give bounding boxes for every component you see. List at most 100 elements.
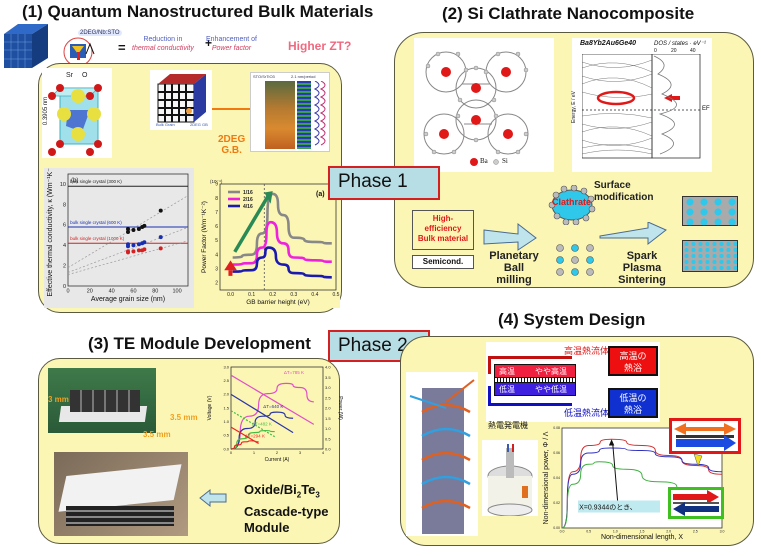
y2-axis-label: Power (W) (337, 396, 343, 420)
delta-t-annotation: ΔT=785 K (284, 370, 304, 375)
sps-line1: Spark (626, 250, 658, 262)
callout-connector (212, 108, 252, 110)
reduction-line2: thermal conductivity (132, 45, 194, 52)
ball-milling-label: Planetary Ball milling (486, 250, 542, 286)
reference-line-label: bulk single crystal (1000 K) (70, 236, 125, 241)
hot-bath-box: 高温の 熱浴 (608, 346, 658, 376)
sintered-composite-large (682, 196, 738, 226)
cascade-line2: Cascade-type (244, 503, 329, 519)
mixed-particles-icon (556, 244, 594, 276)
dim-depth-label: 3.5 mm (143, 430, 171, 439)
dim-width-label: 3.5 mm (170, 413, 198, 422)
series-line (232, 220, 332, 266)
dos-tick-20: 20 (671, 48, 677, 54)
y2-tick-label: 4.0 (325, 365, 331, 370)
y-tick-label: 10 (60, 182, 66, 188)
x-tick-label: 1.0 (613, 530, 618, 534)
y-tick-label: 0.5 (223, 433, 229, 438)
y2-tick-label: 2.5 (325, 395, 331, 400)
x-tick-label: 0.1 (248, 292, 255, 298)
reduction-line1: Reduction in (143, 36, 183, 43)
clathrate-structure-figure: Ba Si (414, 38, 554, 172)
x-tick-label: 100 (172, 289, 181, 295)
hot-loop (488, 356, 572, 374)
cascade-line3: Module (244, 519, 290, 535)
data-point (158, 246, 163, 251)
section-3-title: (3) TE Module Development (88, 334, 311, 353)
counterflow-inset (669, 418, 741, 454)
plot-frame (67, 173, 189, 287)
left-arrow-icon (199, 488, 227, 508)
y-tick-label: 0.00 (553, 526, 560, 530)
cascade-oxide: Oxide/Bi (244, 482, 297, 497)
equals-sign: = (118, 40, 126, 55)
sintered-composite-fine (682, 240, 738, 272)
hot-bath-line1: 高温の (619, 351, 647, 361)
series-line (561, 438, 723, 529)
y-tick-label: 0.0 (223, 446, 229, 451)
cascade-line1: Oxide/Bi2Te3 (244, 482, 329, 504)
data-point (142, 240, 147, 245)
legend-label: 4/16 (243, 204, 253, 210)
x-tick-label: 0.2 (269, 292, 276, 298)
ball-line1: Planetary (489, 250, 539, 262)
enhancement-line2: Power factor (211, 45, 252, 52)
data-point (142, 247, 147, 252)
module-legs (70, 390, 140, 412)
sps-line2: Plasma (622, 262, 662, 274)
power-curve (230, 411, 294, 450)
dos-label: DOS / states · eV⁻¹ (654, 41, 706, 47)
y-tick-label: 2 (215, 281, 218, 287)
data-point (136, 226, 141, 231)
y-tick-label: 0.02 (553, 501, 560, 505)
cold-right-label: やや低温 (535, 385, 567, 394)
spiral-generator-image (406, 372, 478, 536)
nanostructure-cube-icon (4, 24, 48, 68)
y2-tick-label: 3.0 (325, 385, 331, 390)
y-tick-label: 2.5 (223, 378, 229, 383)
power-curve (230, 382, 314, 450)
data-point (131, 249, 136, 254)
x-tick-label: 2.0 (666, 530, 671, 534)
y-axis-label: Voltage (V) (207, 395, 213, 420)
trend-line (67, 240, 189, 275)
cascade-top-plate (58, 464, 182, 512)
higher-zt-label: Higher ZT? (288, 39, 352, 53)
y-tick-label: 1.0 (223, 419, 229, 424)
legend-label: 1/16 (243, 190, 253, 196)
y-tick-label: 1.5 (223, 405, 229, 410)
band-title: Ba8Yb2Au6Ge40 (580, 40, 637, 47)
trend-arrowhead (264, 191, 273, 204)
data-point (158, 208, 163, 213)
y2-tick-label: 0.0 (325, 447, 331, 452)
reference-line-label: bulk single crystal (300 K) (70, 179, 122, 184)
hi-eff-line1: High- (432, 214, 454, 223)
y-axis-label: Effective thermal conductivity, κ (Wm⁻¹K… (47, 168, 54, 297)
y-tick-label: 9 (215, 182, 218, 188)
superlattice-cube-figure: Bulk Grain 2DEG GB (150, 70, 212, 130)
cascade-layers (66, 506, 174, 526)
y-tick-label: 5 (215, 238, 218, 244)
x-tick-label: 40 (109, 289, 115, 295)
cold-left-label: 低温 (499, 385, 515, 394)
2deg-callout: 2DEG G.B. (218, 134, 245, 156)
heat-flow-diagram: 高温熱流体 高温 やや高温 低温 やや低温 低温熱流体 高温の 熱浴 低温の 熱… (486, 342, 660, 422)
y-axis-label: Non-dimensional power, Φ / Λ (543, 431, 550, 524)
hot-strip: 高温 やや高温 (494, 364, 576, 378)
hot-bath-line2: 熱浴 (623, 363, 642, 373)
y-tick-label: 6 (215, 224, 218, 230)
dos-tick-0: 0 (654, 48, 657, 54)
cylindrical-generator-image (482, 440, 538, 517)
tem-image-figure: STO/SrTiO3 2.1 nm/period (250, 72, 330, 152)
sps-line3: Sintering (618, 274, 666, 286)
y-tick-label: 0 (63, 284, 66, 290)
cold-fluid-label: 低温熱流体 (564, 408, 610, 418)
hot-right-label: やや高温 (535, 367, 567, 376)
chart-panel-label: (a) (316, 191, 325, 198)
delta-t-annotation: ΔT=482 K (252, 421, 272, 426)
annotation-box (578, 500, 660, 513)
cascade-module-label: Oxide/Bi2Te3 Cascade-type Module (244, 482, 329, 536)
x-tick-label: 3 (299, 450, 302, 455)
ef-label: EF (702, 106, 710, 112)
